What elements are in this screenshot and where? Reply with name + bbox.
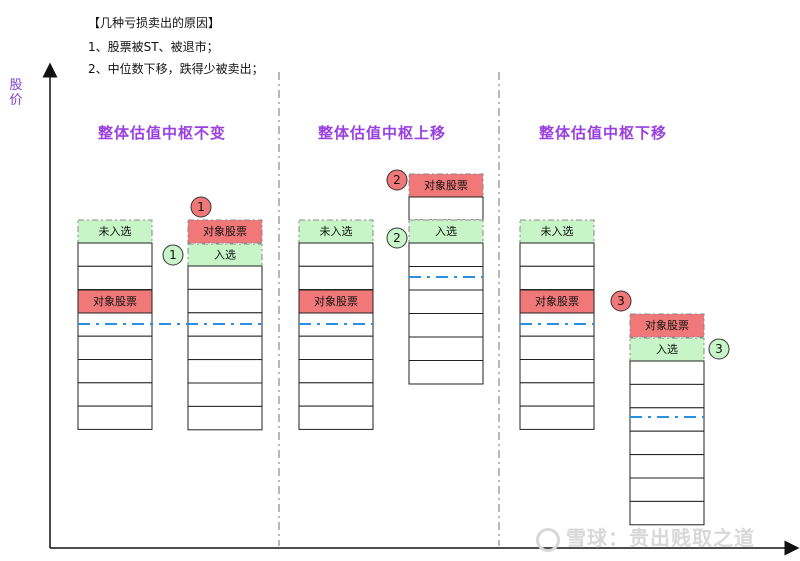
column-cell [408,360,484,385]
not-selected-box [298,219,374,244]
column-cell [629,454,705,479]
step-marker-label: 1 [197,200,205,214]
column-cell [298,242,374,267]
column-cell [519,382,595,407]
column-cell [408,336,484,361]
selected-box [187,243,263,267]
column-cell [77,359,153,384]
target-stock-box-label: 对象股票 [645,318,689,332]
step-marker-label: 1 [169,248,177,262]
step-marker-label: 2 [393,173,401,187]
column-cell [519,405,595,430]
column-cell [408,289,484,314]
column-cell [519,265,595,291]
target-stock-box [77,289,153,314]
column-cell [77,405,153,430]
header-title: 【几种亏损卖出的原因】 [88,16,221,30]
column-cell [519,242,595,267]
step-marker-label: 3 [715,342,723,356]
target-stock-box-label: 对象股票 [535,294,579,308]
section-title-down: 整体估值中枢下移 [539,124,668,142]
reason-2: 2、中位数下移，跌得少被卖出； [88,62,264,76]
column-cell [187,288,263,314]
column-cell [187,359,263,384]
y-axis-label: 股价 [6,78,26,108]
column-cell [187,405,263,431]
not-selected-box-label: 未入选 [320,225,353,238]
column-cell [77,242,153,267]
column-cell [408,242,484,267]
column-cell [187,382,263,407]
selected-box [408,219,484,244]
reason-1: 1、股票被ST、被退市； [88,40,219,54]
selected-box-label: 入选 [214,249,236,262]
column-cell [629,430,705,456]
not-selected-box [519,219,595,244]
column-cell [519,335,595,361]
column-cell [519,359,595,384]
target-stock-box [519,289,595,314]
section-title-unchanged: 整体估值中枢不变 [98,124,227,142]
column-cell [298,382,374,407]
not-selected-box [77,219,153,244]
step-marker [162,244,184,266]
column-cell [187,335,263,361]
not-selected-box-label: 未入选 [99,225,132,238]
column-cell [408,266,484,291]
step-marker-label: 2 [393,231,401,245]
selected-box [629,337,705,362]
target-stock-box-label: 对象股票 [314,294,358,308]
column-cell [629,360,705,385]
step-marker [708,338,730,360]
target-stock-box [629,313,705,338]
target-stock-box-label: 对象股票 [93,294,137,308]
column-cell [629,477,705,502]
selected-box-label: 入选 [656,343,678,356]
step-marker [190,196,212,218]
column-cell [298,335,374,361]
section-title-up: 整体估值中枢上移 [318,124,447,142]
selected-box-label: 入选 [435,225,457,238]
column-cell [629,383,705,409]
column-cell [298,405,374,430]
snowball-logo-icon [536,527,560,552]
target-stock-box [408,173,484,198]
column-cell [408,313,484,338]
column-cell [629,500,705,526]
target-stock-box [298,289,374,314]
step-marker [386,227,408,249]
step-marker-label: 3 [617,294,625,308]
step-marker [610,290,632,312]
watermark: 雪球：贵出贱取之道 [536,522,755,552]
step-marker [386,169,408,191]
watermark-text: 雪球：贵出贱取之道 [566,526,755,550]
not-selected-box-label: 未入选 [541,225,574,238]
column-cell [298,359,374,384]
column-cell [629,407,705,432]
y-axis-label-text: 股价 [9,78,23,108]
target-stock-box-label: 对象股票 [424,178,468,192]
column-cell [408,196,484,221]
column-cell [298,265,374,291]
column-cell [77,265,153,291]
column-cell [77,382,153,407]
column-cell [187,265,263,290]
column-cell [77,335,153,361]
target-stock-box-label: 对象股票 [203,224,247,238]
target-stock-box [187,219,263,244]
